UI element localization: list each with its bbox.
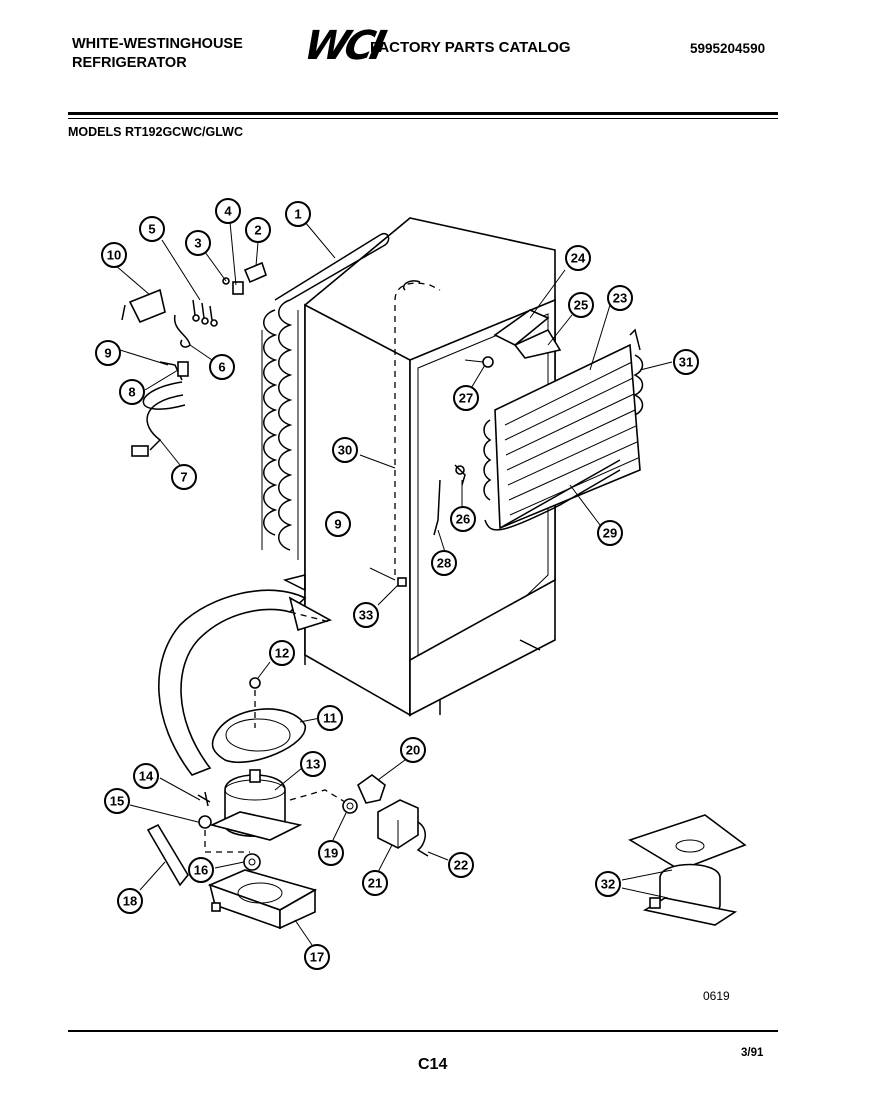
catalog-part-number: 5995204590	[690, 41, 766, 56]
svg-text:12: 12	[275, 646, 289, 661]
svg-text:15: 15	[110, 794, 124, 809]
svg-text:7: 7	[180, 470, 187, 485]
condenser-fan-assembly	[628, 814, 747, 926]
callout-20: 20	[400, 737, 426, 763]
evaporator-bracket	[493, 309, 562, 359]
catalog-title: FACTORY PARTS CATALOG	[370, 39, 571, 56]
assembly-arrow	[158, 589, 333, 776]
callout-30: 30	[332, 437, 358, 463]
callout-24: 24	[565, 245, 591, 271]
svg-text:20: 20	[406, 743, 420, 758]
svg-text:29: 29	[603, 526, 617, 541]
callout-23: 23	[607, 285, 633, 311]
callout-leaders	[114, 221, 673, 946]
relay-overload-assembly	[342, 774, 429, 857]
callout-8: 8	[119, 379, 145, 405]
svg-text:30: 30	[338, 443, 352, 458]
callout-11: 11	[317, 705, 343, 731]
svg-text:26: 26	[456, 512, 470, 527]
footer-rule	[68, 1030, 778, 1032]
callout-32: 32	[595, 871, 621, 897]
callout-33: 33	[353, 602, 379, 628]
callout-12: 12	[269, 640, 295, 666]
callout-22: 22	[448, 852, 474, 878]
svg-text:5: 5	[148, 222, 155, 237]
callout-16: 16	[188, 857, 214, 883]
svg-text:17: 17	[310, 950, 324, 965]
header-rule-thin	[68, 118, 778, 119]
evaporator-coil	[483, 328, 644, 530]
svg-text:33: 33	[359, 608, 373, 623]
callout-7: 7	[171, 464, 197, 490]
svg-text:1: 1	[294, 207, 301, 222]
condenser-coil	[261, 233, 390, 592]
svg-text:9: 9	[334, 517, 341, 532]
svg-text:32: 32	[601, 877, 615, 892]
svg-text:10: 10	[107, 248, 121, 263]
callout-9-lower: 9	[325, 511, 351, 537]
callout-4: 4	[215, 198, 241, 224]
figure-code: 0619	[703, 989, 730, 1003]
control-components	[121, 261, 267, 457]
callout-18: 18	[117, 888, 143, 914]
callout-31: 31	[673, 349, 699, 375]
page-code: C14	[418, 1056, 448, 1073]
brand-line-1: WHITE-WESTINGHOUSE	[72, 36, 243, 52]
callout-9-upper: 9	[95, 340, 121, 366]
callout-17: 17	[304, 944, 330, 970]
compressor	[209, 769, 346, 841]
svg-text:4: 4	[224, 204, 232, 219]
header-rule-thick	[68, 112, 778, 115]
callout-27: 27	[453, 385, 479, 411]
svg-text:28: 28	[437, 556, 451, 571]
models-label: MODELS RT192GCWC/GLWC	[68, 125, 244, 139]
callout-5: 5	[139, 216, 165, 242]
svg-text:25: 25	[574, 298, 588, 313]
svg-text:18: 18	[123, 894, 137, 909]
back-wall-fittings	[369, 356, 494, 587]
callout-3: 3	[185, 230, 211, 256]
callout-29: 29	[597, 520, 623, 546]
callout-1: 1	[285, 201, 311, 227]
callout-28: 28	[431, 550, 457, 576]
svg-text:9: 9	[104, 346, 111, 361]
refrigerant-tube	[394, 282, 441, 575]
callout-15: 15	[104, 788, 130, 814]
revision-date: 3/91	[741, 1047, 764, 1059]
callout-2: 2	[245, 217, 271, 243]
callout-21: 21	[362, 870, 388, 896]
svg-text:24: 24	[571, 251, 586, 266]
svg-text:6: 6	[218, 360, 225, 375]
callout-13: 13	[300, 751, 326, 777]
callout-6: 6	[209, 354, 235, 380]
callout-26: 26	[450, 506, 476, 532]
svg-text:8: 8	[128, 385, 135, 400]
callout-14: 14	[133, 763, 159, 789]
callout-19: 19	[318, 840, 344, 866]
svg-text:21: 21	[368, 876, 382, 891]
compressor-mounting-base	[207, 869, 318, 930]
support-bracket	[146, 823, 189, 887]
svg-text:19: 19	[324, 846, 338, 861]
drain-pan	[211, 677, 306, 764]
svg-text:31: 31	[679, 355, 693, 370]
mounting-grommets	[197, 791, 261, 871]
svg-text:13: 13	[306, 757, 320, 772]
svg-text:22: 22	[454, 858, 468, 873]
callout-10: 10	[101, 242, 127, 268]
svg-text:11: 11	[323, 711, 337, 726]
svg-text:2: 2	[254, 223, 261, 238]
svg-text:14: 14	[139, 769, 154, 784]
svg-text:23: 23	[613, 291, 627, 306]
brand-line-2: REFRIGERATOR	[72, 55, 187, 71]
svg-text:16: 16	[194, 863, 208, 878]
svg-text:3: 3	[194, 236, 201, 251]
svg-text:27: 27	[459, 391, 473, 406]
callout-25: 25	[568, 292, 594, 318]
refrigerator-cabinet	[304, 217, 556, 717]
